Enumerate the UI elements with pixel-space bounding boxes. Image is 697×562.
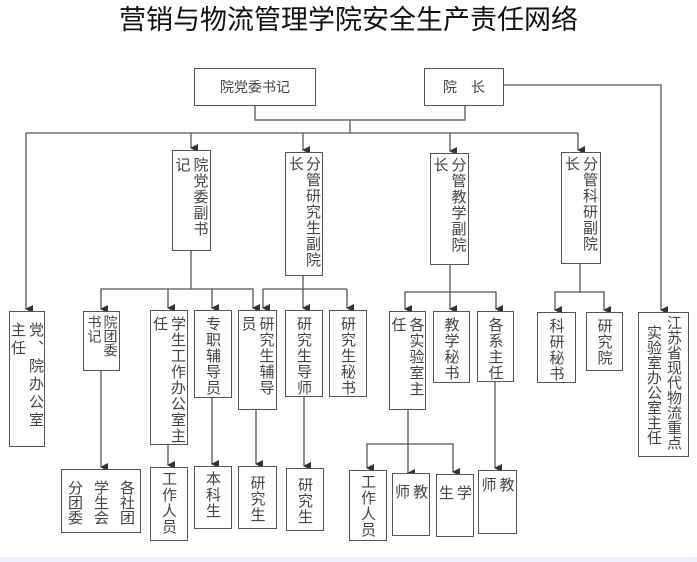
department-heads-label: 各系主任 [486, 317, 505, 381]
lab-directors-label: 各实验室主任 [389, 317, 426, 397]
connector-dean-keylab [503, 84, 668, 314]
research-institute-label: 研究院 [595, 318, 614, 366]
bottom-strip [0, 557, 697, 562]
undergraduates-box: 本科生 [194, 466, 232, 529]
department-teachers-label: 教师 [479, 477, 516, 506]
student-affairs-staff-box: 工作人员 [150, 467, 188, 541]
lab-students-label: 学生 [437, 485, 473, 514]
department-heads-box: 各系主任 [477, 311, 514, 382]
student-affairs-director-label: 学生工作办公室主任 [151, 316, 187, 444]
research-institute-box: 研究院 [586, 312, 623, 371]
party-secretary-box: 院党委书记 [194, 68, 316, 106]
league-group-clubs: 各社团 [118, 480, 136, 525]
lab-directors-box: 各实验室主任 [389, 311, 426, 410]
league-groups-box: 各社团 学生会 分团委 [61, 469, 141, 533]
student-affairs-staff-label: 工作人员 [160, 471, 178, 535]
page-title: 营销与物流管理学院安全生产责任网络 [119, 5, 578, 36]
lab-teachers-box: 教师 [392, 473, 430, 536]
office-director-box: 党、院办公室主任 [9, 311, 45, 447]
youth-league-secretary-box: 院团委书记 [83, 311, 120, 371]
teaching-secretary-label: 教学秘书 [442, 317, 461, 381]
league-group-student-union: 学生会 [92, 480, 110, 525]
vice-dean-teaching-box: 分管教学副院长 [430, 153, 469, 265]
teaching-secretary-box: 教学秘书 [433, 311, 470, 383]
office-director-label: 党、院办公室主任 [9, 322, 45, 430]
key-lab-label-line1: 江苏省现代物流重点 [665, 315, 683, 450]
department-teachers-box: 教师 [478, 470, 517, 534]
vice-dean-teaching-label: 分管教学副院长 [431, 157, 468, 253]
lab-teachers-label: 教师 [393, 484, 429, 513]
vice-dean-graduate-label: 分管研究生副院长 [287, 156, 322, 268]
graduates-supervisor-label: 研究生 [296, 477, 314, 525]
graduate-counselor-box: 研究生辅导员 [238, 310, 277, 410]
lab-staff-box: 工作人员 [349, 470, 387, 541]
vice-dean-graduate-box: 分管研究生副院长 [285, 152, 323, 276]
research-secretary-label: 科研秘书 [547, 318, 566, 382]
dean-label: 院 长 [443, 80, 485, 96]
youth-league-secretary-label: 院团委书记 [85, 315, 118, 357]
dean-box: 院 长 [424, 68, 504, 106]
vice-dean-research-label: 分管科研副院长 [563, 156, 599, 252]
deputy-party-secretary-box: 院党委副书记 [172, 150, 211, 251]
vice-dean-research-box: 分管科研副院长 [561, 152, 601, 264]
graduate-supervisor-box: 研究生导师 [285, 310, 323, 397]
party-secretary-label: 院党委书记 [220, 80, 290, 96]
lab-students-box: 学生 [436, 474, 474, 537]
key-lab-office-director-box: 江苏省现代物流重点 实验室办公室主任 [638, 312, 689, 457]
graduate-secretary-box: 研究生秘书 [329, 310, 367, 397]
student-affairs-director-box: 学生工作办公室主任 [150, 310, 188, 445]
lab-staff-label: 工作人员 [359, 474, 377, 538]
deputy-party-secretary-label: 院党委副书记 [173, 157, 210, 237]
full-time-counselor-box: 专职辅导员 [194, 310, 232, 398]
research-secretary-box: 科研秘书 [537, 312, 576, 383]
graduate-counselor-label: 研究生辅导员 [239, 316, 276, 396]
graduates-supervisor-box: 研究生 [286, 468, 324, 531]
connector-secretary-dean [254, 105, 466, 121]
full-time-counselor-label: 专职辅导员 [204, 316, 222, 396]
graduates-counselor-box: 研究生 [238, 466, 277, 529]
graduate-secretary-label: 研究生秘书 [339, 316, 357, 396]
league-group-branch-committee: 分团委 [66, 480, 84, 525]
graduate-supervisor-label: 研究生导师 [295, 316, 313, 396]
undergraduates-label: 本科生 [204, 471, 222, 519]
key-lab-label-line2: 实验室办公室主任 [645, 325, 663, 445]
graduates-counselor-label: 研究生 [248, 475, 267, 523]
